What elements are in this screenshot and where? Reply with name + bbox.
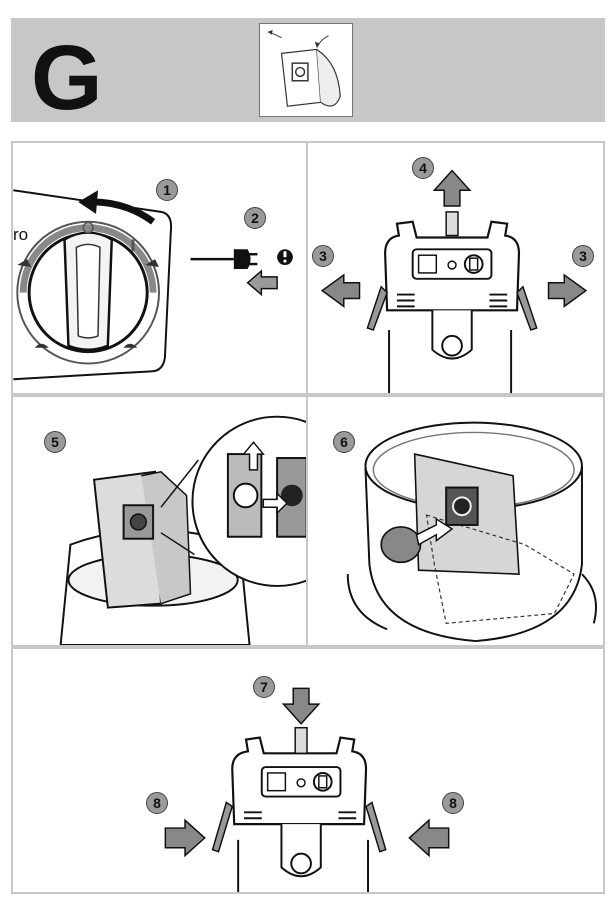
section-header: G <box>11 18 605 129</box>
step-badge-1: 1 <box>156 179 178 201</box>
panel-reinstall-head: 7 8 8 <box>11 647 605 894</box>
dial-label-fragment: ro <box>13 225 29 244</box>
step-badge-7: 7 <box>253 676 275 698</box>
step-badge-5: 5 <box>44 431 66 453</box>
panel-filter-bag-container: 6 <box>306 395 605 647</box>
step-badge-3-left: 3 <box>312 245 334 267</box>
filter-bag-thumbnail-icon <box>259 23 353 117</box>
step-badge-8-left: 8 <box>146 792 168 814</box>
step-badge-2: 2 <box>244 207 266 229</box>
section-letter: G <box>31 27 103 129</box>
panel-switch-off-unplug: ro 1 2 <box>11 141 308 395</box>
panel-unlock-lift-head: 4 3 3 <box>306 141 605 395</box>
step-badge-6: 6 <box>333 431 355 453</box>
step-badge-8-right: 8 <box>442 792 464 814</box>
panel-filter-bag-detail: 5 <box>11 395 308 647</box>
step-badge-3-right: 3 <box>572 245 594 267</box>
step-badge-4: 4 <box>412 157 434 179</box>
